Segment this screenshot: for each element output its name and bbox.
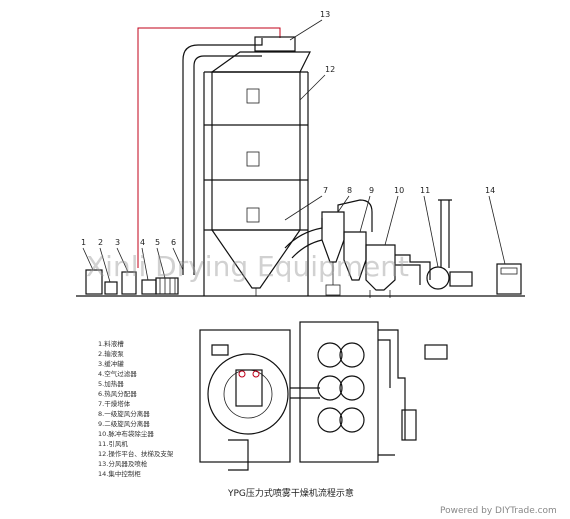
control-cabinet-panel bbox=[500, 267, 518, 275]
plan-tower-inner bbox=[223, 369, 273, 419]
legend-item-14: 14.集中控制柜 bbox=[98, 469, 141, 478]
drying-tower-body bbox=[211, 71, 301, 231]
callout-1: 1 bbox=[81, 238, 86, 247]
bag-filter bbox=[365, 244, 396, 291]
control-cabinet bbox=[496, 263, 522, 295]
legend-item-2: 2.输液泵 bbox=[98, 349, 124, 358]
feed-pipe bbox=[137, 27, 281, 268]
plan-cyclone-f bbox=[339, 407, 365, 433]
legend-item-8: 8.一级旋风分离器 bbox=[98, 409, 150, 418]
callout-7: 7 bbox=[323, 186, 328, 195]
plan-feed-unit bbox=[228, 439, 249, 471]
plan-cyclone-a bbox=[317, 342, 343, 368]
exhaust-stack bbox=[438, 199, 452, 268]
plan-platform bbox=[199, 329, 291, 463]
sight-window-middle bbox=[246, 151, 260, 167]
legend-item-11: 11.引风机 bbox=[98, 439, 128, 448]
sight-window-top bbox=[246, 88, 260, 104]
legend-item-7: 7.干燥塔体 bbox=[98, 399, 131, 408]
air-distributor bbox=[254, 36, 296, 52]
plan-distributor bbox=[235, 369, 263, 407]
legend-item-9: 9.二级旋风分离器 bbox=[98, 419, 150, 428]
plan-cyclone-c bbox=[317, 375, 343, 401]
cyclone-2 bbox=[343, 231, 367, 281]
legend-item-4: 4.空气过滤器 bbox=[98, 369, 137, 378]
callout-2: 2 bbox=[98, 238, 103, 247]
callout-4: 4 bbox=[140, 238, 145, 247]
tower-roof bbox=[210, 51, 311, 73]
feed-pump bbox=[104, 281, 118, 295]
fan-motor bbox=[449, 271, 473, 287]
legend-item-6: 6.热风分配器 bbox=[98, 389, 137, 398]
callout-13: 13 bbox=[320, 10, 330, 19]
callout-10: 10 bbox=[394, 186, 404, 195]
legend-item-13: 13.分风器及喷枪 bbox=[98, 459, 148, 468]
callout-14: 14 bbox=[485, 186, 495, 195]
callout-labels: 1 2 3 4 5 6 7 8 9 10 11 12 13 14 bbox=[81, 10, 506, 283]
plan-view bbox=[199, 321, 448, 471]
legend: 1.料液槽 2.输液泵 3.缓冲罐 4.空气过滤器 5.加热器 6.热风分配器 … bbox=[98, 339, 174, 478]
hot-air-duct bbox=[182, 38, 263, 275]
plan-cyclone-frame bbox=[299, 321, 379, 463]
callout-11: 11 bbox=[420, 186, 430, 195]
footer-watermark: Powered by DIYTrade.com bbox=[440, 506, 557, 516]
heater bbox=[155, 277, 179, 295]
sight-window-bottom bbox=[246, 207, 260, 223]
plan-control-cabinet bbox=[424, 344, 448, 360]
plan-tower bbox=[207, 353, 289, 435]
callout-5: 5 bbox=[155, 238, 160, 247]
callout-3: 3 bbox=[115, 238, 120, 247]
bag-filter-legs bbox=[369, 290, 391, 298]
legend-item-12: 12.操作平台、扶梯及支架 bbox=[98, 449, 174, 458]
legend-item-10: 10.脉冲布袋除尘器 bbox=[98, 429, 154, 438]
legend-item-1: 1.料液槽 bbox=[98, 339, 124, 348]
plan-cyclone-b bbox=[339, 342, 365, 368]
diagram-caption: YPG压力式喷雾干燥机流程示意 bbox=[227, 487, 354, 499]
watermark-text: Xinli Drying Equipment bbox=[86, 250, 409, 283]
cyclone-1 bbox=[321, 211, 345, 263]
legend-item-5: 5.加热器 bbox=[98, 379, 124, 388]
plan-cyclone-e bbox=[317, 407, 343, 433]
plan-stair bbox=[211, 344, 229, 356]
hot-air-duct-inner bbox=[193, 55, 262, 275]
plan-return-duct bbox=[378, 329, 406, 456]
callout-12: 12 bbox=[325, 65, 335, 74]
plan-duct bbox=[290, 387, 320, 399]
cyclone-1-hopper bbox=[325, 284, 341, 296]
callout-8: 8 bbox=[347, 186, 352, 195]
heater-fins bbox=[159, 278, 176, 294]
fan-duct bbox=[395, 254, 431, 285]
plan-nozzle-2 bbox=[252, 370, 260, 378]
feed-tank bbox=[85, 269, 103, 295]
buffer-tank bbox=[121, 271, 137, 295]
plan-fan bbox=[401, 409, 417, 441]
callout-9: 9 bbox=[369, 186, 374, 195]
plan-cyclone-d bbox=[339, 375, 365, 401]
legend-item-3: 3.缓冲罐 bbox=[98, 359, 124, 368]
platform-frame bbox=[203, 71, 309, 296]
plan-nozzle-1 bbox=[238, 370, 246, 378]
callout-6: 6 bbox=[171, 238, 176, 247]
